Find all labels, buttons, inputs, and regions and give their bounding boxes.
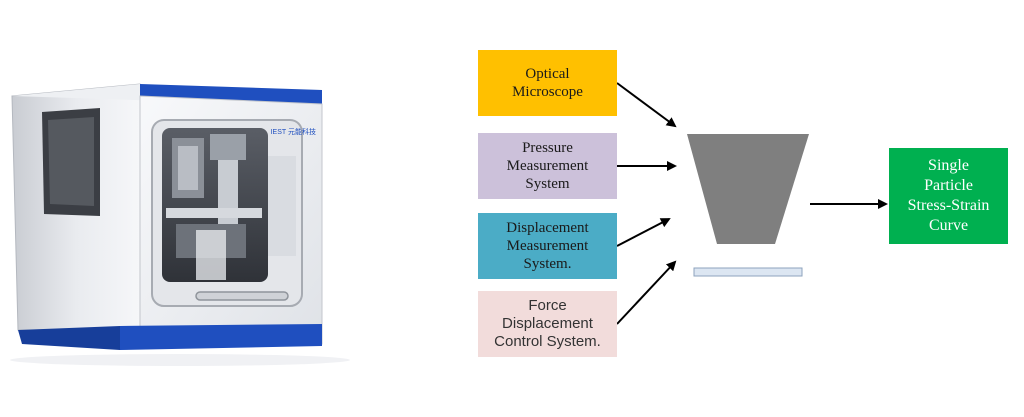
sample-stage-plate: [693, 267, 803, 277]
arrow-optical-to-indenter: [616, 82, 677, 128]
compression-indenter-shape: [687, 134, 809, 244]
input-box-optical-microscope: Optical Microscope: [478, 50, 617, 116]
output-box-stress-strain-curve: Single Particle Stress-Strain Curve: [889, 148, 1008, 244]
input-box-pressure-measurement: Pressure Measurement System: [478, 133, 617, 199]
machine-door-handle: [195, 291, 289, 301]
arrow-force-to-indenter: [616, 260, 677, 325]
input-box-displacement-measurement: Displacement Measurement System.: [478, 213, 617, 279]
input-label-optical-microscope: Optical Microscope: [512, 65, 583, 100]
machine-base-accent: [120, 324, 322, 350]
input-label-displacement-measurement: Displacement Measurement System.: [506, 219, 589, 273]
test-instrument-illustration: IEST 元能科技: [10, 83, 350, 366]
arrow-displacement-to-indenter: [616, 218, 671, 247]
input-label-pressure-measurement: Pressure Measurement System: [506, 139, 589, 193]
input-box-force-displacement-control: Force Displacement Control System.: [478, 291, 617, 357]
input-label-force-displacement-control: Force Displacement Control System.: [494, 296, 601, 351]
machine-brand-label: IEST 元能科技: [271, 127, 316, 136]
output-label-stress-strain-curve: Single Particle Stress-Strain Curve: [907, 157, 990, 234]
